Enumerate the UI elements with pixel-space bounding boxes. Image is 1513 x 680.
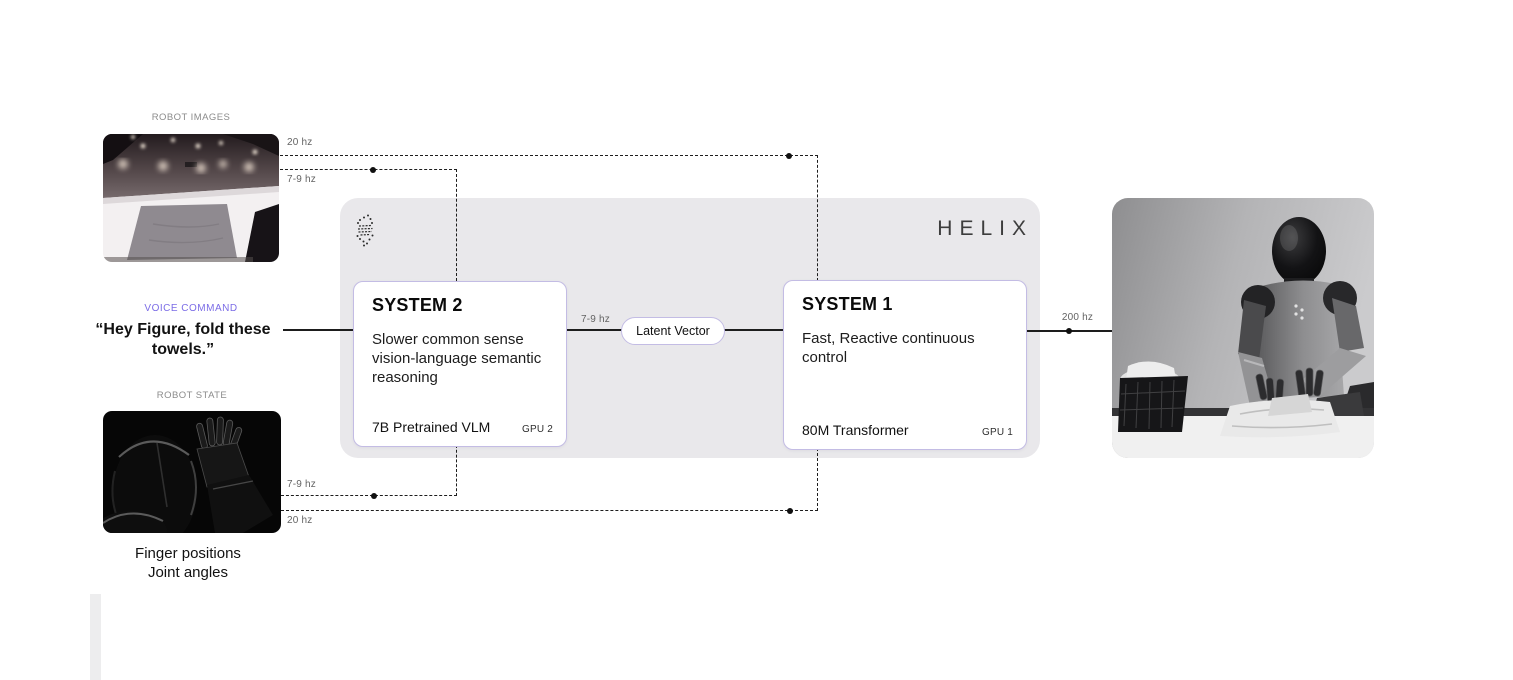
robot-state-illustration: [103, 411, 281, 533]
system1-title: SYSTEM 1: [802, 294, 893, 314]
flow-line-s2-latent: [565, 329, 622, 331]
flow-line-images-79hz: [280, 169, 457, 170]
freq-latent-79hz: 7-9 hz: [581, 314, 610, 325]
flow-line-state-20hz: [281, 510, 818, 511]
voice-command-line1: “Hey Figure, fold these: [95, 321, 271, 338]
system1-footer: 80M Transformer GPU 1: [802, 422, 1013, 438]
flow-dot-images-20hz: [786, 153, 792, 159]
freq-bottom-20hz: 20 hz: [287, 515, 313, 526]
system2-title: SYSTEM 2: [372, 295, 463, 315]
helix-logo-icon: [354, 213, 376, 252]
latent-vector-pill: Latent Vector: [621, 317, 725, 345]
flow-dot-images-79hz: [370, 167, 376, 173]
freq-bottom-79hz: 7-9 hz: [287, 479, 316, 490]
voice-command-label: VOICE COMMAND: [144, 303, 238, 314]
freq-top-79hz: 7-9 hz: [287, 174, 316, 185]
voice-command-line2: towels.”: [151, 341, 215, 358]
flow-dot-state-79hz: [371, 493, 377, 499]
robot-camera-image: [103, 134, 279, 262]
flow-line-images-20hz-drop: [817, 155, 818, 281]
flow-dot-output: [1066, 328, 1072, 334]
robot-state-caption2: Joint angles: [147, 564, 229, 581]
robot-folding-towels-illustration: [1112, 198, 1374, 458]
robot-state-image: [103, 411, 281, 533]
system2-footer: 7B Pretrained VLM GPU 2: [372, 419, 553, 435]
system1-description: Fast, Reactive continuous control: [802, 330, 975, 366]
flow-line-images-20hz: [280, 155, 818, 156]
system2-gpu-badge: GPU 2: [521, 424, 553, 435]
voice-command-text: “Hey Figure, fold these towels.”: [73, 320, 293, 360]
robot-camera-illustration: [103, 134, 279, 262]
flow-line-state-79hz: [281, 495, 457, 496]
system2-description: Slower common sense vision-language sema…: [372, 331, 542, 386]
helix-brand-title: HELIX: [937, 217, 1033, 240]
robot-images-label: ROBOT IMAGES: [151, 112, 231, 123]
flow-dot-state-20hz: [787, 508, 793, 514]
system2-model: 7B Pretrained VLM: [372, 419, 491, 435]
system1-box: SYSTEM 1 Fast, Reactive continuous contr…: [783, 280, 1027, 450]
flow-line-latent-s1: [722, 329, 783, 331]
system2-box: SYSTEM 2 Slower common sense vision-lang…: [353, 281, 567, 447]
freq-top-20hz: 20 hz: [287, 137, 313, 148]
robot-state-caption: Finger positions Joint angles: [83, 544, 293, 582]
flow-line-state-79hz-rise: [456, 445, 457, 496]
flow-line-images-79hz-drop: [456, 169, 457, 281]
flow-line-voice: [283, 329, 353, 331]
latent-vector-label: Latent Vector: [636, 324, 710, 338]
system1-model: 80M Transformer: [802, 422, 909, 438]
robot-state-caption1: Finger positions: [135, 545, 241, 562]
system1-gpu-badge: GPU 1: [981, 427, 1013, 438]
flow-line-state-20hz-rise: [817, 448, 818, 511]
video-edge-strip: [90, 594, 101, 680]
freq-output-200hz: 200 hz: [1061, 312, 1094, 323]
robot-output-image: [1112, 198, 1374, 458]
robot-state-label: ROBOT STATE: [156, 390, 228, 401]
